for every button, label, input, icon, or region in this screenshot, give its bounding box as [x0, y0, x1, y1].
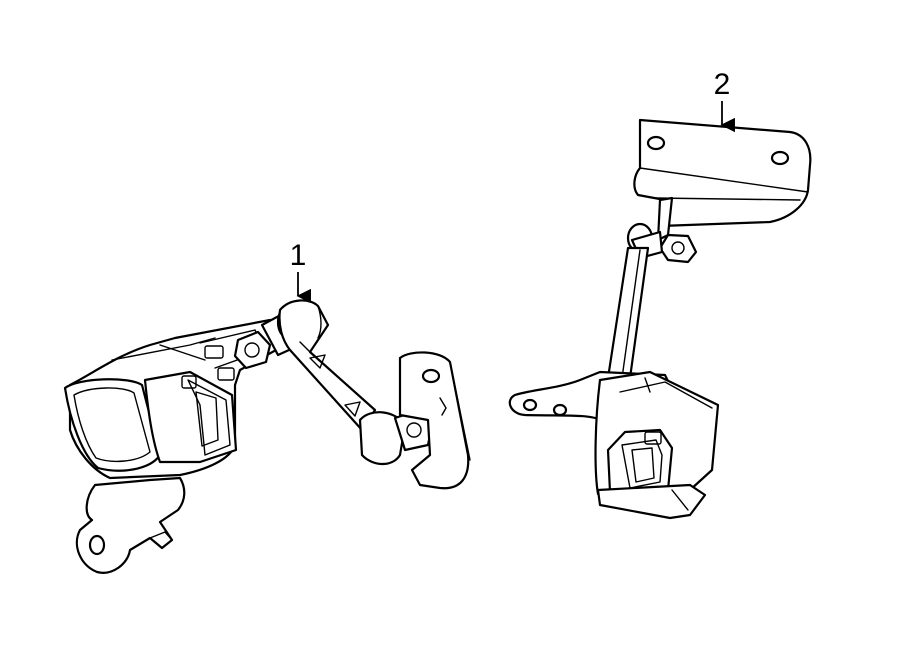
part-1-height-sensor[interactable] — [63, 299, 471, 574]
callout-label-1: 1 — [290, 239, 307, 272]
callout-label-2: 2 — [714, 68, 731, 101]
callout-1: 1 — [290, 239, 311, 304]
callout-2: 2 — [714, 68, 735, 133]
part-2-height-sensor[interactable] — [508, 118, 812, 520]
